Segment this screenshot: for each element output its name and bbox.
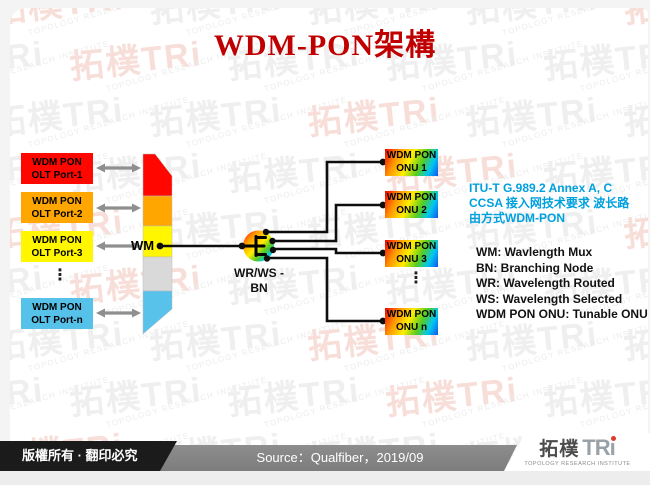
olt-port-n-box: WDM PON OLT Port-n <box>21 298 93 329</box>
branching-node <box>241 230 274 262</box>
wavelength-mux-label: WM <box>131 238 155 253</box>
branching-node-label: WR/WS - BN <box>234 266 284 295</box>
connection-dots <box>156 158 387 325</box>
olt-mux-arrows <box>96 163 141 318</box>
copyright-banner: 版權所有 · 翻印必究 <box>0 441 177 471</box>
tri-logo-i: ı <box>609 435 616 460</box>
onu-1-box: WDM PON ONU 1 <box>385 149 438 176</box>
abbreviation-legend: WM: Wavlength Mux BN: Branching Node WR:… <box>476 245 648 322</box>
tri-logo-tr: TR <box>582 435 610 460</box>
onu-3-box: WDM PON ONU 3 <box>385 240 438 267</box>
olt-ellipsis: ⋮ <box>52 267 68 284</box>
wavelength-mux-shape <box>142 153 173 335</box>
tri-logo: 拓樸 TR ı TOPOLOGY RESEARCH INSTITUTE <box>505 433 650 471</box>
onu-n-box: WDM PON ONU n <box>385 308 438 335</box>
onu-ellipsis: ⋮ <box>408 270 424 287</box>
onu-2-box: WDM PON ONU 2 <box>385 191 438 218</box>
bottom-margin <box>0 471 650 485</box>
tri-logo-subtitle: TOPOLOGY RESEARCH INSTITUTE <box>524 461 631 467</box>
source-credit: Source：Qualfiber，2019/09 <box>256 450 424 465</box>
standards-note: ITU-T G.989.2 Annex A, C CCSA 接入网技术要求 波长… <box>469 181 630 226</box>
tri-logo-red-dot-icon <box>610 436 616 441</box>
olt-port-1-box: WDM PON OLT Port-1 <box>21 153 93 184</box>
tri-logo-row: 拓樸 TR ı <box>539 435 616 460</box>
page-title: WDM-PON架構 <box>213 29 437 62</box>
olt-port-3-box: WDM PON OLT Port-3 <box>21 231 93 262</box>
olt-port-2-box: WDM PON OLT Port-2 <box>21 192 93 223</box>
fiber-links <box>160 160 383 323</box>
tri-logo-chinese: 拓樸 <box>539 439 580 460</box>
